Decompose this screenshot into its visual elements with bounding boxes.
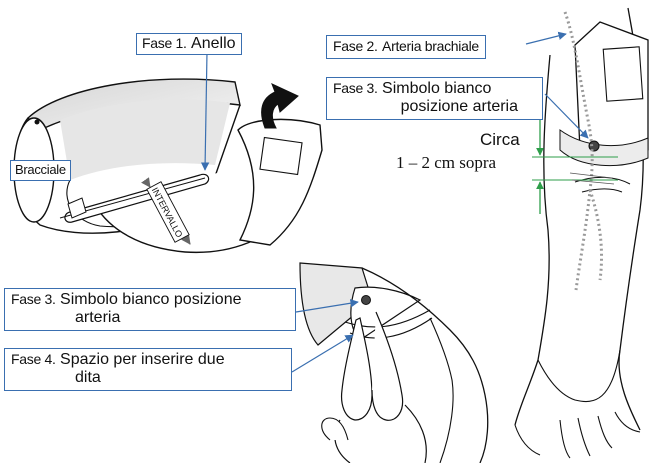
callout-fase4: Fase 4. Spazio per inserire due dita bbox=[4, 348, 292, 391]
cuff-top-dot bbox=[34, 119, 40, 125]
fase3-bottom-prefix: Fase 3. bbox=[11, 291, 56, 307]
fase4-line2: dita bbox=[75, 369, 101, 387]
fase3-bottom-line2: arteria bbox=[75, 309, 121, 327]
palm-outline bbox=[537, 349, 621, 403]
circa-label: Circa bbox=[480, 130, 520, 149]
distance-label: 1 – 2 cm sopra bbox=[396, 153, 497, 172]
upper-arm-illustration bbox=[514, 7, 649, 459]
callout-fase3-top: Fase 3. Simbolo bianco posizione arteria bbox=[326, 77, 543, 120]
fase4-line1: Spazio per inserire due bbox=[60, 351, 225, 368]
arm-cuff-patch bbox=[602, 46, 644, 102]
elbow-crease-2 bbox=[581, 188, 623, 193]
fase3-top-line2: posizione arteria bbox=[400, 98, 518, 116]
fase2-prefix: Fase 2. bbox=[333, 38, 378, 54]
intervallo-label-box bbox=[146, 181, 190, 243]
lift-arrow-icon bbox=[261, 83, 299, 129]
fase2-text: Arteria brachiale bbox=[382, 38, 479, 54]
leader-fase2 bbox=[525, 31, 567, 45]
leader-fase1 bbox=[200, 51, 210, 171]
fase3-bottom-line1: Simbolo bianco posizione bbox=[60, 291, 242, 308]
callout-fase3-bottom: Fase 3. Simbolo bianco posizione arteria bbox=[4, 288, 296, 331]
thumb bbox=[321, 417, 349, 441]
finger-1 bbox=[340, 317, 373, 421]
measure-crease-2 bbox=[571, 179, 615, 185]
leader-fase3-bottom bbox=[295, 299, 359, 313]
arm-outline-left bbox=[514, 54, 551, 426]
fase4-prefix: Fase 4. bbox=[11, 351, 56, 367]
velcro-patch bbox=[259, 136, 303, 176]
artery-position-mark bbox=[588, 140, 600, 152]
fase1-prefix: Fase 1. bbox=[142, 35, 187, 51]
cuff-inner-panel bbox=[60, 99, 230, 180]
brachial-artery-branch bbox=[588, 189, 603, 281]
hand-outline bbox=[514, 411, 641, 459]
callout-fase2: Fase 2. Arteria brachiale bbox=[326, 35, 486, 60]
callout-fase1: Fase 1. Anello bbox=[136, 33, 242, 56]
forearm-artery-mark bbox=[361, 295, 371, 305]
leader-fase3-top bbox=[544, 93, 589, 139]
cuff-illustration bbox=[13, 78, 323, 254]
forearm-fingers-illustration bbox=[299, 262, 489, 463]
finger-2 bbox=[371, 311, 404, 421]
cuff-ring-tab bbox=[67, 197, 87, 219]
leader-lines bbox=[200, 31, 589, 373]
bracciale-label: Bracciale bbox=[15, 162, 66, 177]
bracciale-label-box: Bracciale bbox=[10, 160, 71, 181]
measure-crease-1 bbox=[569, 172, 613, 179]
forearm-cuff-edge bbox=[344, 309, 431, 328]
forearm-outline bbox=[361, 267, 489, 463]
fase3-top-prefix: Fase 3. bbox=[333, 80, 378, 96]
distance-marker bbox=[532, 118, 618, 214]
fase3-top-line1: Simbolo bianco bbox=[382, 80, 492, 97]
fase1-text: Anello bbox=[191, 35, 236, 52]
forearm-outline-inner bbox=[429, 317, 454, 463]
leader-fase4 bbox=[291, 334, 354, 373]
